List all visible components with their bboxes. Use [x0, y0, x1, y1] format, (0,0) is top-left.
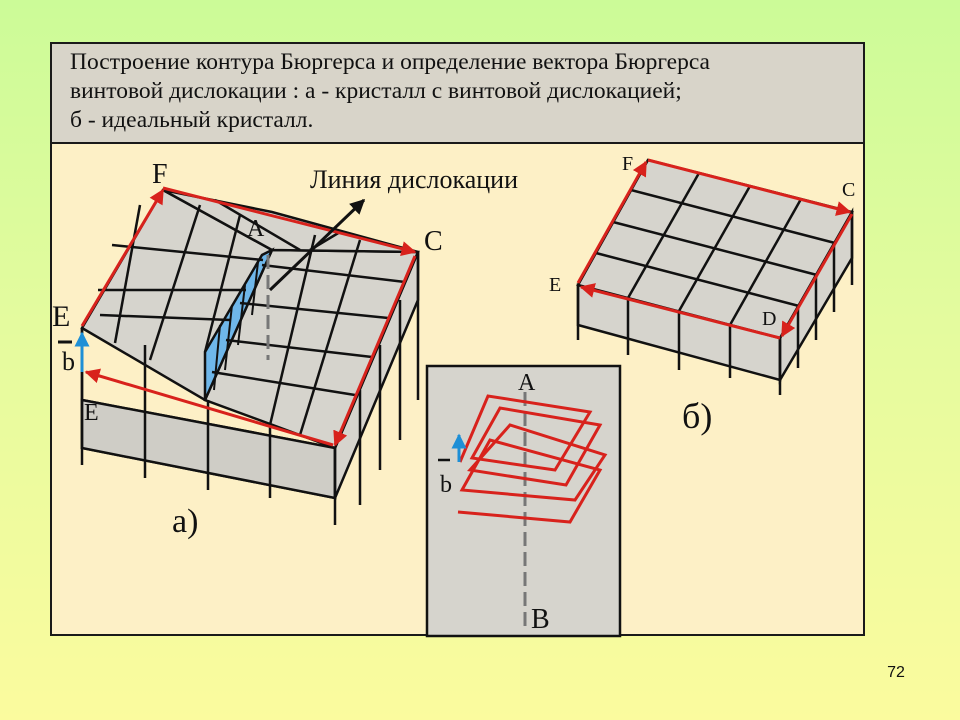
crystal-a-label-A: A: [247, 216, 265, 242]
crystal-b-label-C: C: [842, 179, 855, 201]
crystal-a-label-E-top: E: [52, 300, 70, 333]
crystal-a-step-lines: [213, 261, 259, 391]
crystal-a: F C A E E b Линия дислокации а): [52, 159, 518, 540]
slide-number: 72: [887, 664, 905, 681]
crystal-b-label-F: F: [622, 153, 633, 175]
inset-label-b: b: [440, 472, 452, 498]
title-box: Построение контура Бюргерса и определени…: [52, 44, 863, 144]
crystal-b: F C E D б): [549, 153, 855, 436]
title-line-3: б - идеальный кристалл.: [70, 107, 314, 133]
dislocation-pointer-arrow: [268, 198, 366, 292]
crystal-a-label-b: b: [62, 347, 75, 376]
dislocation-line-label: Линия дислокации: [310, 165, 518, 194]
inset-spiral-contour: [457, 394, 608, 524]
crystal-a-grid: [80, 198, 420, 525]
crystal-b-burgers-contour: [576, 158, 854, 340]
crystal-b-label-E: E: [549, 274, 561, 296]
crystal-a-label-E-bottom: E: [84, 400, 99, 426]
crystal-b-grid: [576, 172, 854, 395]
title-line-1: Построение контура Бюргерса и определени…: [70, 49, 710, 75]
crystal-a-caption: а): [172, 503, 198, 540]
crystal-a-label-F: F: [152, 159, 168, 190]
inset-label-A: A: [518, 370, 536, 396]
title-line-2: винтовой дислокации : а - кристалл с вин…: [70, 78, 682, 104]
crystal-a-burgers-contour: [80, 186, 417, 447]
crystal-b-label-D: D: [762, 308, 776, 330]
inset-panel: b A B: [425, 364, 622, 638]
crystal-b-caption: б): [682, 396, 712, 436]
crystal-a-label-C: C: [424, 226, 443, 257]
inset-label-B: B: [531, 604, 550, 635]
